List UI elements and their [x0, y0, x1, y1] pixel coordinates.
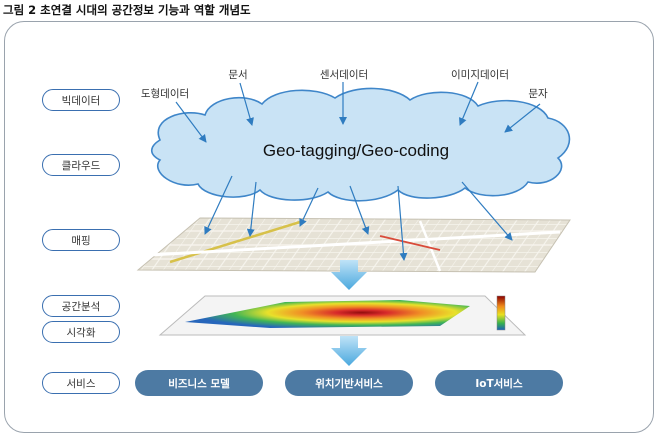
arrow-to-map-3 — [299, 187, 319, 227]
arrow-image-data — [459, 81, 479, 126]
arrow-to-map-1 — [204, 175, 233, 235]
arrow-to-map-5 — [397, 185, 408, 261]
source-label-image-data: 이미지데이터 — [451, 69, 509, 81]
stage-label-service: 서비스 — [42, 372, 120, 394]
arrow-text — [504, 103, 541, 133]
stage-label-spatial-analysis: 공간분석 — [42, 295, 120, 317]
stage-label-mapping: 매핑 — [42, 229, 120, 251]
stage-label-visualization: 시각화 — [42, 321, 120, 343]
source-label-document: 문서 — [228, 69, 248, 81]
cloud-shape — [150, 87, 571, 202]
stage-label-big-data: 빅데이터 — [42, 89, 120, 111]
stage-label-cloud: 클라우드 — [42, 154, 120, 176]
down-arrow-1 — [331, 260, 367, 290]
cloud-text: Geo-tagging/Geo-coding — [263, 141, 449, 160]
analysis-layer — [158, 295, 527, 336]
service-iot: IoT서비스 — [435, 370, 563, 396]
service-location-based: 위치기반서비스 — [285, 370, 413, 396]
source-label-sensor-data: 센서데이터 — [319, 69, 369, 81]
figure-title: 그림 2 초연결 시대의 공간정보 기능과 역할 개념도 — [3, 3, 251, 17]
down-arrow-2 — [331, 336, 367, 366]
map-layer — [136, 217, 571, 273]
source-label-shape-data: 도형데이터 — [140, 88, 190, 100]
source-label-text: 문자 — [528, 88, 548, 100]
arrow-shape-data — [175, 101, 207, 143]
service-business-model: 비즈니스 모델 — [135, 370, 263, 396]
arrow-document — [239, 82, 254, 126]
arrow-to-map-6 — [461, 181, 513, 241]
diagram-frame — [4, 21, 654, 433]
arrow-to-map-4 — [349, 185, 370, 235]
arrow-to-map-2 — [246, 181, 257, 237]
